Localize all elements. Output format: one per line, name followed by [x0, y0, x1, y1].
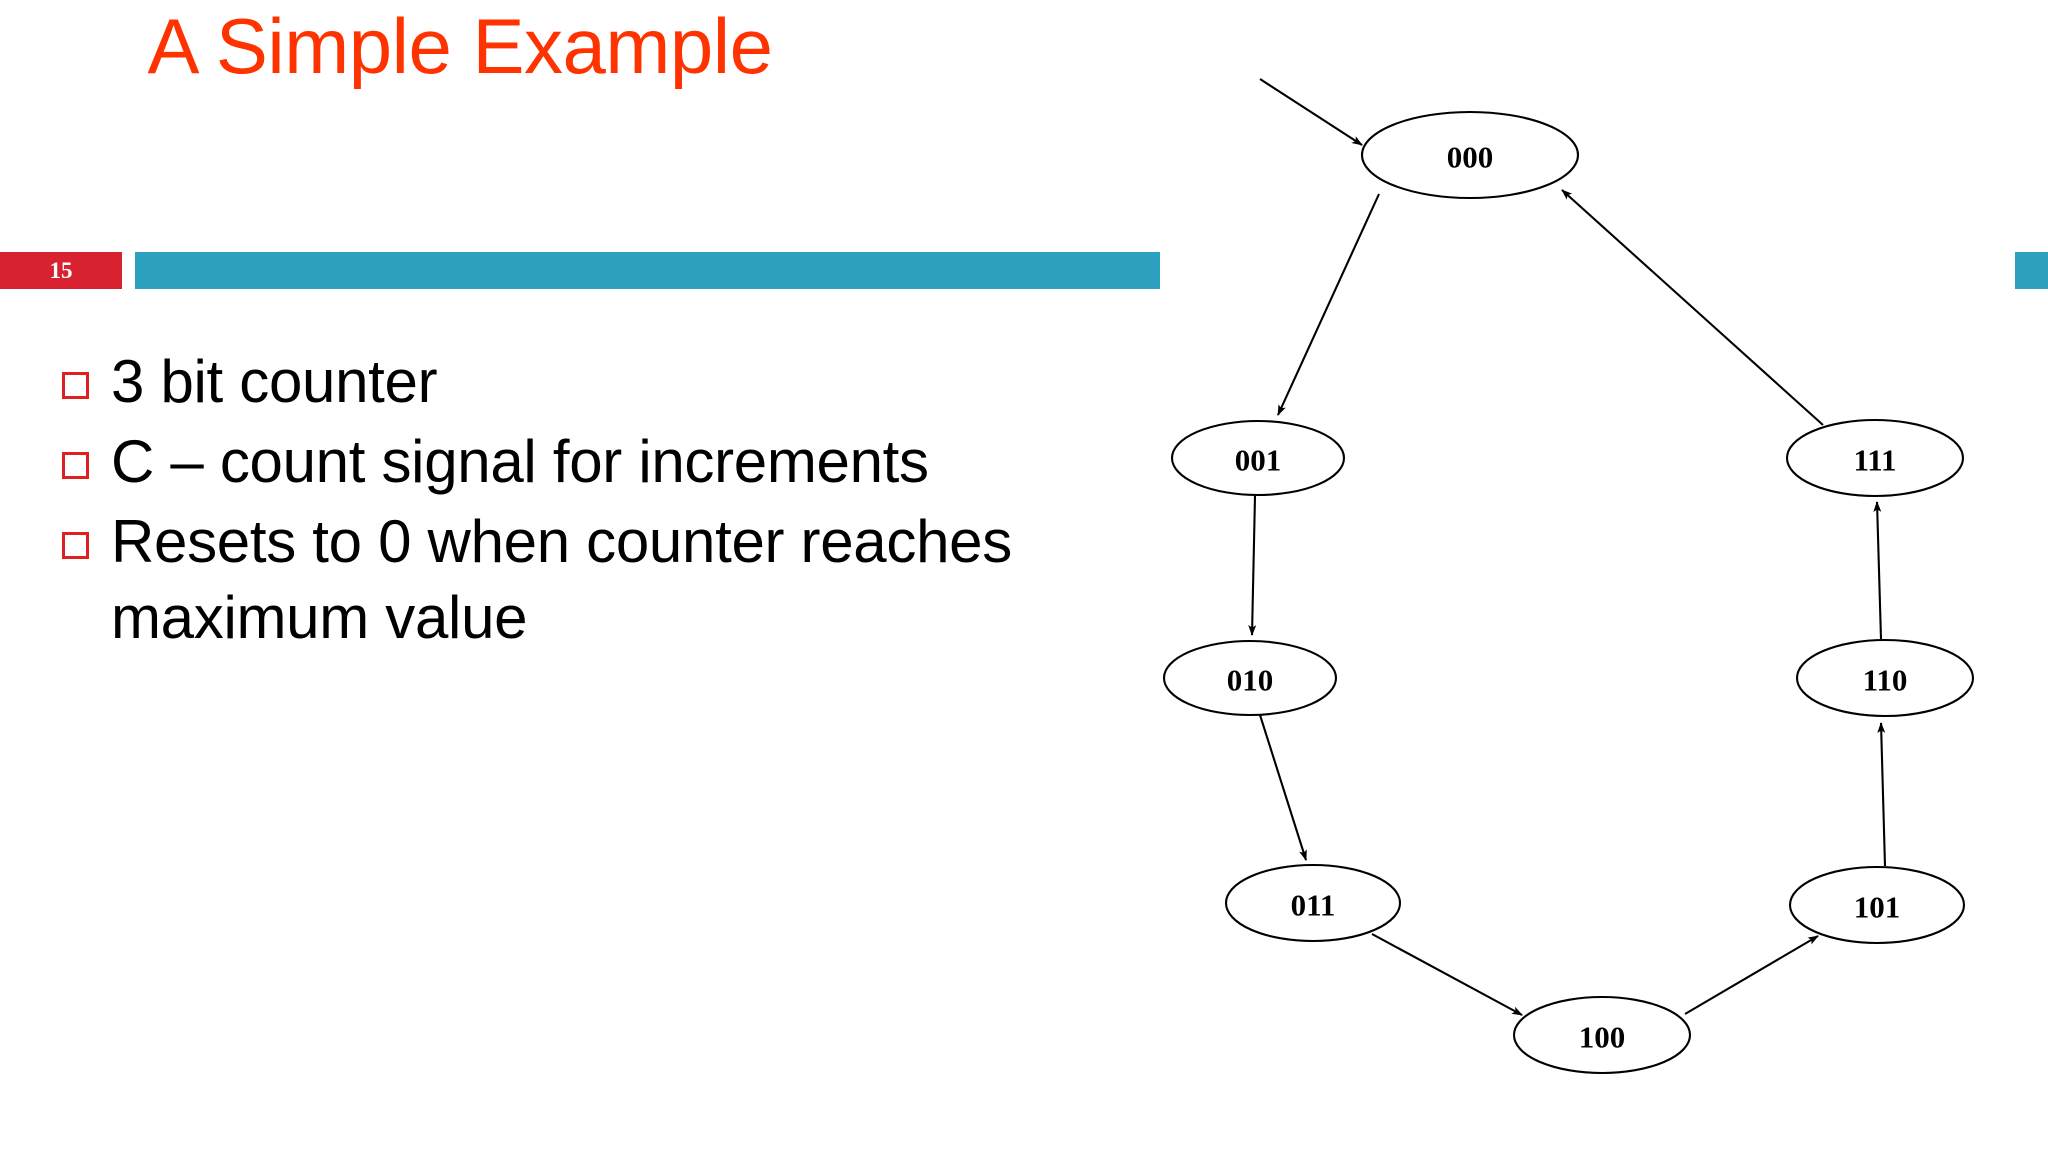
fsm-node-011[interactable]: 011: [1224, 863, 1402, 943]
fsm-edge-111-to-000: [1561, 189, 1824, 426]
fsm-node-001[interactable]: 001: [1170, 419, 1346, 497]
list-item-label: Resets to 0 when counter reaches maximum…: [111, 508, 1012, 651]
state-transition-diagram: 000 001 010 011 100 101: [1150, 70, 2048, 1080]
fsm-node-label: 001: [1235, 443, 1282, 478]
fsm-node-label: 011: [1291, 888, 1336, 923]
fsm-node-label: 111: [1853, 443, 1896, 478]
fsm-edge-011-to-100: [1371, 933, 1523, 1016]
fsm-node-010[interactable]: 010: [1162, 639, 1338, 717]
fsm-edge-group: [1248, 78, 1887, 1016]
hollow-square-bullet-icon: [62, 372, 89, 399]
fsm-entry-arrow: [1259, 78, 1363, 146]
bullet-list: 3 bit counter C – count signal for incre…: [62, 344, 1022, 660]
title-divider-band: 15: [0, 252, 2048, 289]
fsm-node-label: 101: [1854, 890, 1901, 925]
title-rule: [135, 252, 1160, 289]
list-item-label: 3 bit counter: [111, 348, 438, 415]
list-item: Resets to 0 when counter reaches maximum…: [62, 504, 1022, 656]
fsm-node-101[interactable]: 101: [1788, 865, 1966, 945]
hollow-square-bullet-icon: [62, 452, 89, 479]
title-rule-tail: [2015, 252, 2048, 289]
fsm-node-110[interactable]: 110: [1795, 638, 1975, 718]
page-title: A Simple Example: [147, 2, 773, 90]
fsm-edge-101-to-110: [1877, 722, 1887, 867]
fsm-node-label: 010: [1227, 663, 1274, 698]
list-item-label: C – count signal for increments: [111, 428, 929, 495]
fsm-node-group: 000 001 010 011 100 101: [1162, 110, 1975, 1075]
fsm-edge-001-to-010: [1248, 495, 1257, 636]
list-item: C – count signal for increments: [62, 424, 1022, 500]
fsm-node-label: 100: [1579, 1020, 1626, 1055]
fsm-edge-100-to-101: [1684, 935, 1819, 1015]
fsm-edge-010-to-011: [1258, 714, 1308, 861]
fsm-node-000[interactable]: 000: [1360, 110, 1580, 200]
fsm-edge-110-to-111: [1873, 501, 1883, 640]
fsm-edge-000-to-001: [1277, 193, 1380, 416]
fsm-node-111[interactable]: 111: [1785, 418, 1965, 498]
fsm-node-label: 110: [1863, 663, 1908, 698]
hollow-square-bullet-icon: [62, 532, 89, 559]
fsm-node-100[interactable]: 100: [1512, 995, 1692, 1075]
slide-number-badge: 15: [0, 252, 122, 289]
fsm-node-label: 000: [1447, 140, 1494, 175]
list-item: 3 bit counter: [62, 344, 1022, 420]
